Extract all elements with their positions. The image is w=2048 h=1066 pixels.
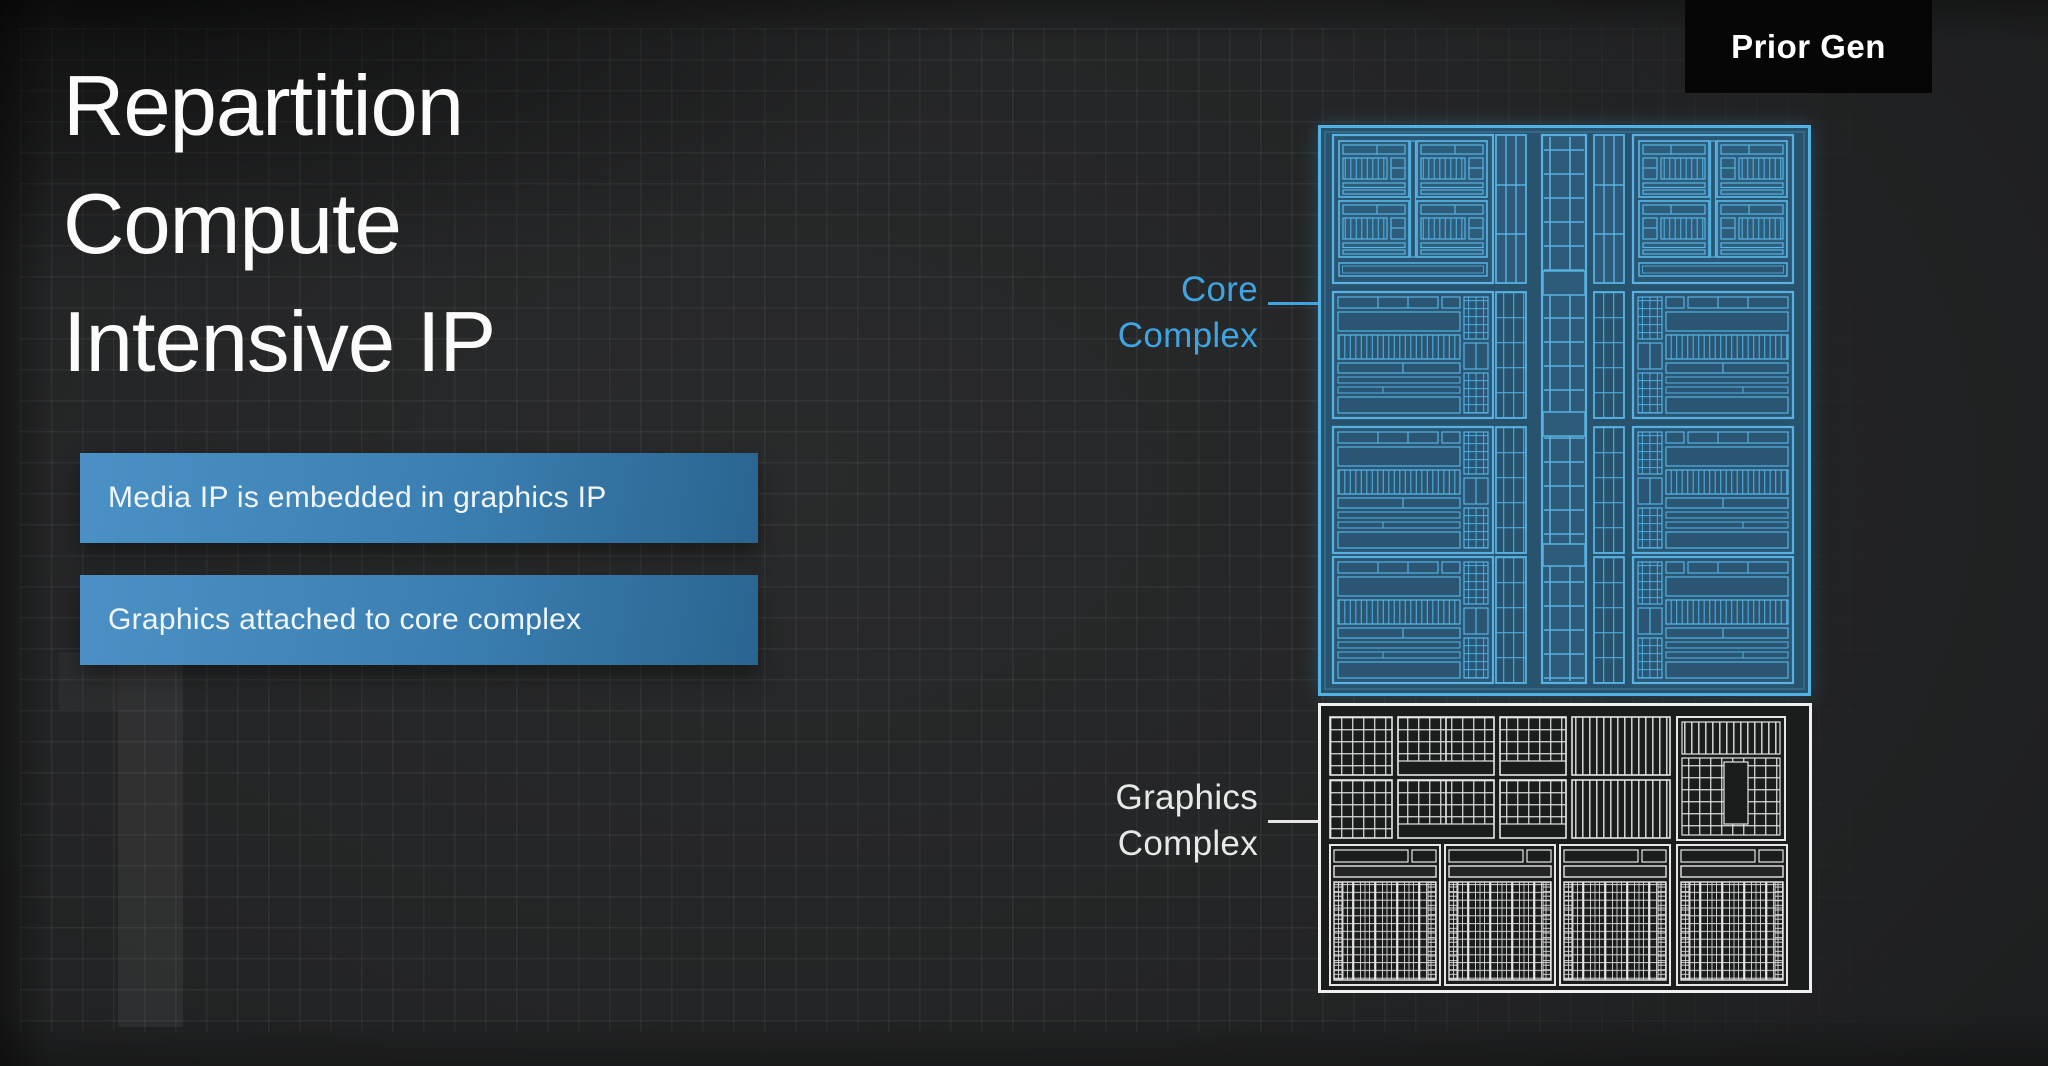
title-line-3: Intensive IP [63, 295, 496, 390]
callout-media-ip: Media IP is embedded in graphics IP [80, 453, 758, 543]
callout-graphics-attached: Graphics attached to core complex [80, 575, 758, 665]
title-line-1: Repartition [63, 59, 464, 154]
core-complex-label: Core Complex [1118, 267, 1258, 359]
core-complex-connector-line [1268, 302, 1320, 305]
graphics-complex-connector-line [1268, 820, 1318, 823]
core-complex-label-line-2: Complex [1117, 316, 1258, 355]
callout-graphics-attached-label: Graphics attached to core complex [108, 603, 582, 636]
watermark-digit-1-stem [118, 652, 183, 1027]
core-complex-label-line-1: Core [1180, 270, 1258, 309]
graphics-complex-label-line-1: Graphics [1115, 778, 1258, 817]
title-line-2: Compute [63, 177, 402, 272]
graphics-complex-die-diagram [1318, 703, 1812, 993]
graphics-complex-label-line-2: Complex [1117, 824, 1258, 863]
page-title: Repartition Compute Intensive IP [63, 48, 496, 402]
core-complex-die-diagram [1318, 125, 1811, 696]
callout-media-ip-label: Media IP is embedded in graphics IP [108, 481, 607, 514]
graphics-complex-label: Graphics Complex [1116, 775, 1258, 867]
prior-gen-badge-label: Prior Gen [1731, 27, 1886, 65]
prior-gen-badge: Prior Gen [1685, 0, 1932, 93]
